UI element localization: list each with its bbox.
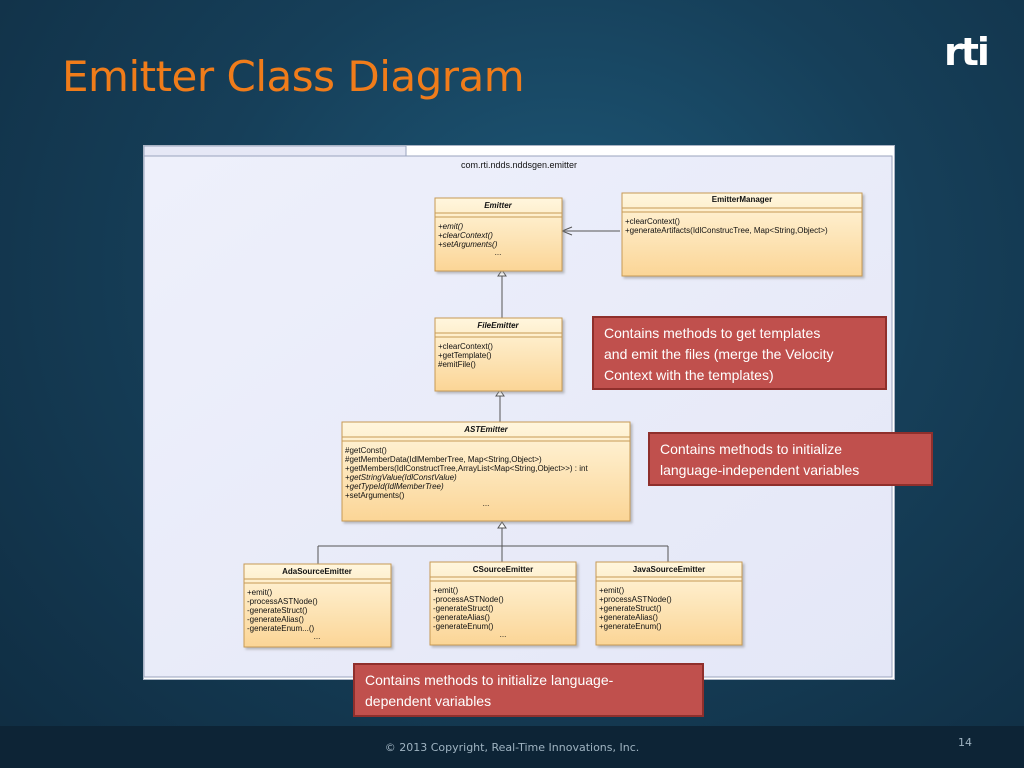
connectors [317,226,669,564]
op-process-ast-node: -processASTNode() [247,597,318,606]
copyright-footer: © 2013 Copyright, Real-Time Innovations,… [384,741,640,754]
callout-line: Contains methods to get templates [604,325,821,341]
op-clear-context: +clearContext() [625,217,680,226]
class-name-emitter-manager: EmitterManager [712,195,772,204]
op-ellipsis: ... [500,630,507,639]
callout-line: Context with the templates) [604,367,774,383]
callout-line: language-independent variables [660,462,860,478]
op-get-const: #getConst() [345,446,387,455]
class-name-emitter: Emitter [484,201,512,210]
class-emitter-manager[interactable] [621,192,863,277]
callout-line: Contains methods to initialize [660,441,843,457]
package-name: com.rti.ndds.nddsgen.emitter [461,160,577,170]
op-set-arguments: +setArguments() [345,491,405,500]
callout-line: dependent variables [365,693,492,709]
rti-logo: rti [944,30,990,74]
op-emit: +emit() [438,222,463,231]
op-generate-enum: +generateEnum() [599,622,662,631]
callout-line: and emit the files (merge the Velocity [604,346,834,362]
class-name-c-source-emitter: CSourceEmitter [473,565,533,574]
op-ellipsis: ... [483,499,490,508]
op-generate-struct: +generateStruct() [599,604,662,613]
callout-source-emitters: Contains methods to initialize language-… [353,663,704,717]
op-get-template: +getTemplate() [438,351,492,360]
op-clear-context: +clearContext() [438,342,493,351]
callout-file-emitter: Contains methods to get templates and em… [592,316,887,390]
class-emitter[interactable] [434,197,563,272]
class-ada-source-emitter[interactable] [243,563,392,648]
footer-bar [0,726,1024,768]
op-ellipsis: ... [495,248,502,257]
class-c-source-emitter[interactable] [429,561,577,646]
slide-title: Emitter Class Diagram [62,52,525,101]
class-ast-emitter[interactable] [341,421,631,522]
op-get-members: +getMembers(IdlConstructTree,ArrayList<M… [345,464,588,473]
callout-line: Contains methods to initialize language- [365,672,614,688]
op-generate-artifacts: +generateArtifacts(IdlConstrucTree, Map<… [625,226,828,235]
uml-class-diagram: com.rti.ndds.nddsgen.emitter Em [143,145,895,680]
op-generate-enum: -generateEnum...() [247,624,314,633]
class-file-emitter[interactable] [434,317,563,392]
op-generate-alias: -generateAlias() [433,613,490,622]
op-generate-struct: -generateStruct() [247,606,308,615]
op-get-member-data: #getMemberData(IdlMemberTree, Map<String… [345,455,542,464]
op-clear-context: +clearContext() [438,231,493,240]
class-name-ast-emitter: ASTEmitter [463,425,508,434]
op-emit: +emit() [433,586,458,595]
class-name-file-emitter: FileEmitter [477,321,519,330]
op-process-ast-node: +processASTNode() [599,595,672,604]
class-name-java-source-emitter: JavaSourceEmitter [633,565,705,574]
op-ellipsis: ... [314,632,321,641]
page-number: 14 [958,736,972,749]
op-emit: +emit() [247,588,272,597]
op-generate-alias: +generateAlias() [599,613,658,622]
op-process-ast-node: -processASTNode() [433,595,504,604]
class-java-source-emitter[interactable] [595,561,743,646]
op-generate-enum: -generateEnum() [433,622,494,631]
op-generate-struct: -generateStruct() [433,604,494,613]
callout-ast-emitter: Contains methods to initialize language-… [648,432,933,486]
op-emit-file: #emitFile() [438,360,476,369]
op-get-string-value: +getStringValue(IdlConstValue) [345,473,457,482]
op-emit: +emit() [599,586,624,595]
class-name-ada-source-emitter: AdaSourceEmitter [282,567,352,576]
op-get-type-id: +getTypeId(IdlMemberTree) [345,482,444,491]
op-generate-alias: -generateAlias() [247,615,304,624]
op-set-arguments: +setArguments() [438,240,498,249]
